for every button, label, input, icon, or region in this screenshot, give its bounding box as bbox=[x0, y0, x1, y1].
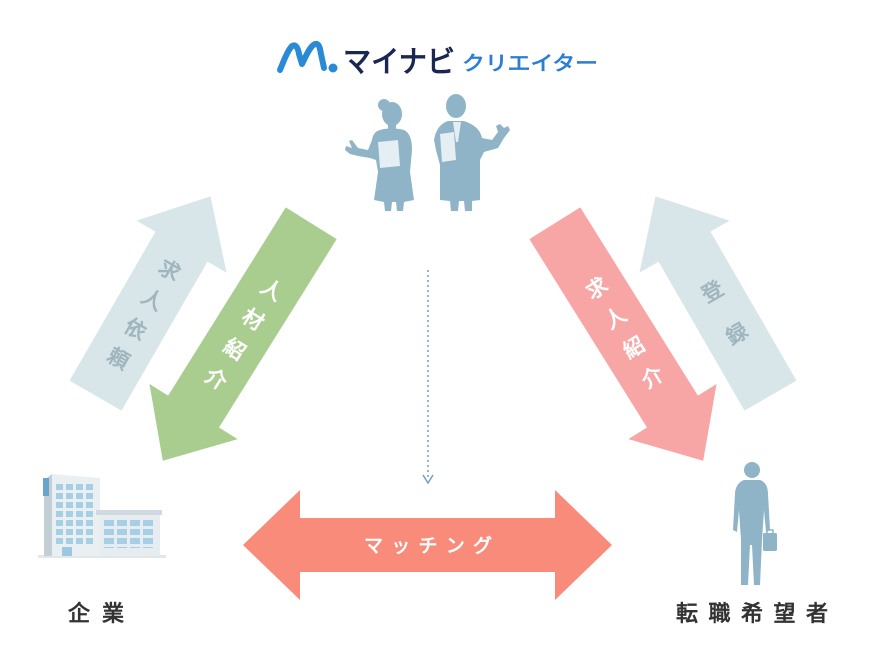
head bbox=[446, 94, 466, 118]
businessman-icon bbox=[733, 462, 777, 585]
head bbox=[744, 462, 760, 478]
matching-double-arrow bbox=[243, 490, 612, 600]
talent-introduction-arrow bbox=[149, 207, 337, 461]
logo-brand-text: マイナビ bbox=[343, 45, 455, 80]
dotted-arrowhead bbox=[422, 474, 434, 485]
briefcase-handle bbox=[766, 529, 774, 535]
registration-arrow bbox=[639, 196, 797, 411]
annex-roof bbox=[96, 510, 162, 515]
advisor-man bbox=[434, 94, 510, 211]
career-advisors-icon bbox=[345, 94, 510, 211]
neck bbox=[388, 122, 396, 131]
body bbox=[345, 128, 414, 211]
tower-sign bbox=[43, 478, 49, 496]
job-request-arrow bbox=[69, 196, 227, 411]
advisor-woman bbox=[345, 99, 414, 211]
logo: マイナビ クリエイター bbox=[277, 40, 598, 80]
mark-wave bbox=[277, 40, 327, 73]
tower-door bbox=[62, 547, 72, 556]
body bbox=[733, 480, 770, 585]
job-introduction-arrow bbox=[529, 207, 717, 461]
papers bbox=[378, 140, 400, 168]
tower-windows bbox=[56, 484, 96, 546]
matching-label: マッチング bbox=[364, 534, 492, 557]
briefcase bbox=[763, 533, 777, 551]
company-label: 企業 bbox=[67, 601, 125, 627]
ground bbox=[38, 555, 166, 558]
office-building-icon bbox=[38, 474, 166, 558]
mark-dot bbox=[328, 63, 338, 73]
annex-windows bbox=[104, 520, 156, 548]
logo-product-text: クリエイター bbox=[462, 51, 598, 75]
document bbox=[440, 132, 456, 162]
head bbox=[382, 102, 402, 126]
dotted-down-arrow-icon bbox=[422, 270, 434, 485]
job-seeker-label: 転職希望者 bbox=[676, 601, 828, 627]
mynavi-mark-icon bbox=[277, 40, 338, 73]
shirt-tie bbox=[453, 122, 461, 142]
